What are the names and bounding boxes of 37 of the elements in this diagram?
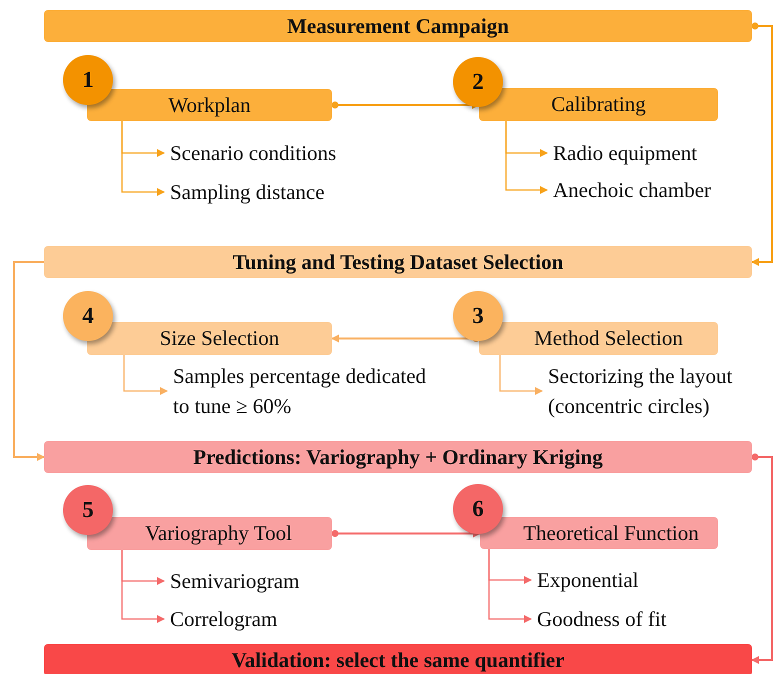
step-box: Variography Tool (87, 517, 332, 550)
sub-item: Anechoic chamber (553, 175, 773, 205)
sub-item: Sectorizing the layout (concentric circles) (548, 361, 776, 421)
stage-banner: Predictions: Variography + Ordinary Kriging (44, 441, 752, 473)
step-number: 1 (63, 55, 113, 105)
sub-item: Scenario conditions (170, 138, 410, 168)
step-number: 3 (453, 291, 503, 341)
sub-item: Radio equipment (553, 138, 773, 168)
sub-item: Semivariogram (170, 566, 410, 596)
sub-item: Samples percentage dedicated to tune ≥ 60% (173, 361, 443, 421)
step-box: Calibrating (479, 88, 718, 121)
arrow (121, 121, 165, 196)
step-number: 2 (453, 57, 503, 107)
arrow (331, 334, 480, 342)
step-box: Theoretical Function (480, 517, 718, 549)
step-number: 4 (63, 291, 113, 341)
arrow (505, 121, 548, 194)
arrow (751, 22, 773, 266)
step-number: 5 (63, 485, 113, 535)
arrow (121, 550, 165, 623)
sub-item: Goodness of fit (537, 604, 757, 634)
step-box: Size Selection (87, 322, 332, 355)
sub-item: Sampling distance (170, 177, 410, 207)
arrow (13, 261, 45, 461)
step-box: Workplan (87, 89, 332, 121)
arrow (123, 355, 168, 395)
arrow (751, 454, 773, 664)
arrow (332, 530, 481, 538)
stage-banner: Tuning and Testing Dataset Selection (44, 246, 752, 278)
stage-banner: Validation: select the same quantifier (44, 644, 752, 674)
arrow (499, 355, 543, 395)
arrow (488, 549, 532, 623)
sub-item: Correlogram (170, 604, 410, 634)
stage-banner: Measurement Campaign (44, 10, 752, 42)
sub-item: Exponential (537, 565, 757, 595)
step-number: 6 (453, 484, 503, 534)
step-box: Method Selection (479, 322, 718, 355)
